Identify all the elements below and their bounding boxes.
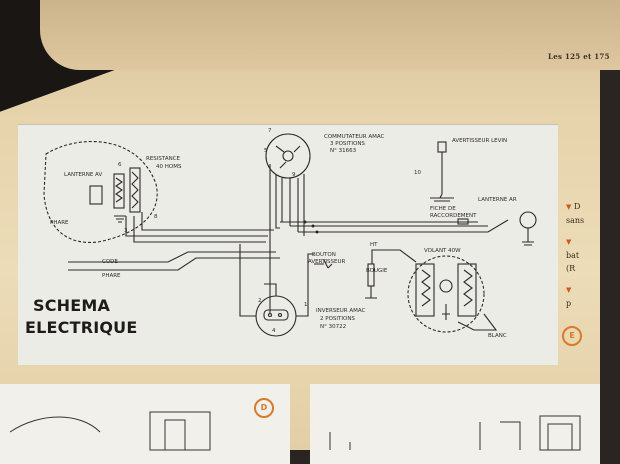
label-inverseur-2: 2 POSITIONS bbox=[320, 316, 355, 322]
side-line-4: (R bbox=[566, 264, 576, 273]
inverseur-switch bbox=[255, 295, 297, 337]
terminal-4: 4 bbox=[272, 328, 276, 334]
label-lanterne-av: LANTERNE AV bbox=[64, 172, 103, 178]
label-code-wire: CODE bbox=[102, 259, 118, 265]
terminal-6: 6 bbox=[118, 162, 122, 168]
label-ht: HT bbox=[370, 242, 378, 248]
label-commutateur-2: 3 POSITIONS bbox=[330, 141, 365, 147]
label-resistance-value: 40 HOMS bbox=[156, 164, 182, 170]
label-resistance: RESISTANCE bbox=[146, 156, 181, 162]
bouton-avertisseur bbox=[314, 259, 333, 269]
label-volant: VOLANT 40W bbox=[424, 248, 461, 254]
bullet-icon: ▼ bbox=[566, 286, 572, 294]
resistor-2 bbox=[129, 167, 141, 213]
terminal-7: 7 bbox=[268, 128, 272, 134]
terminal-3: 3 bbox=[124, 228, 128, 234]
commutateur-switch bbox=[265, 133, 311, 179]
side-line-2: sans bbox=[566, 216, 585, 225]
figure-badge-e: E bbox=[562, 326, 582, 346]
lanterne-av-bulb bbox=[89, 185, 103, 205]
page-curve bbox=[40, 0, 620, 70]
headlight-outline bbox=[43, 140, 158, 243]
schema-title-line2: ELECTRIQUE bbox=[25, 318, 138, 337]
lanterne-ar bbox=[519, 211, 537, 229]
label-inverseur-3: N° 30722 bbox=[320, 324, 347, 330]
resistance-element bbox=[113, 173, 125, 209]
label-phare-wire: PHARE bbox=[102, 273, 121, 279]
label-lanterne-ar: LANTERNE AR bbox=[478, 197, 517, 203]
terminal-5: 5 bbox=[264, 148, 268, 154]
schema-title-line1: SCHEMA bbox=[33, 296, 111, 315]
terminal-1: 1 bbox=[304, 302, 308, 308]
figure-badge-d: D bbox=[254, 398, 274, 418]
side-line-1: D bbox=[573, 202, 581, 211]
bullet-icon: ▼ bbox=[566, 203, 572, 211]
label-avertisseur-levin: AVERTISSEUR LEVIN bbox=[452, 138, 508, 144]
lower-panel-left bbox=[0, 384, 290, 464]
wiring-diagram bbox=[43, 133, 537, 337]
label-bouton-2: AVERTISSEUR bbox=[308, 259, 346, 265]
label-bougie: BOUGIE bbox=[366, 268, 388, 274]
side-line-5: p bbox=[566, 299, 572, 308]
terminal-9: 9 bbox=[292, 172, 296, 178]
volant-magneto bbox=[407, 255, 485, 333]
label-fiche-1: FICHE DE bbox=[430, 206, 456, 212]
terminal-8: 8 bbox=[154, 214, 158, 220]
terminal-10: 10 bbox=[414, 170, 421, 176]
side-line-3: bat bbox=[566, 251, 580, 260]
lower-diagrams bbox=[9, 411, 581, 451]
label-blanc: BLANC bbox=[488, 333, 507, 339]
label-commutateur-3: N° 31663 bbox=[330, 148, 357, 154]
label-fiche-2: RACCORDEMENT bbox=[430, 213, 477, 219]
avertisseur-levin bbox=[437, 141, 447, 153]
label-phare: PHARE bbox=[50, 220, 69, 226]
terminal-2: 2 bbox=[258, 298, 262, 304]
label-inverseur-1: INVERSEUR AMAC bbox=[316, 308, 366, 314]
label-bouton-1: BOUTON bbox=[312, 252, 336, 258]
running-header: Les 125 et 175 bbox=[548, 52, 610, 61]
side-column-text: ▼ D sans ▼ bat (R ▼ p bbox=[566, 200, 584, 310]
fiche-raccordement bbox=[457, 218, 469, 225]
bullet-icon: ▼ bbox=[566, 238, 572, 246]
label-commutateur-1: COMMUTATEUR AMAC bbox=[324, 134, 385, 140]
